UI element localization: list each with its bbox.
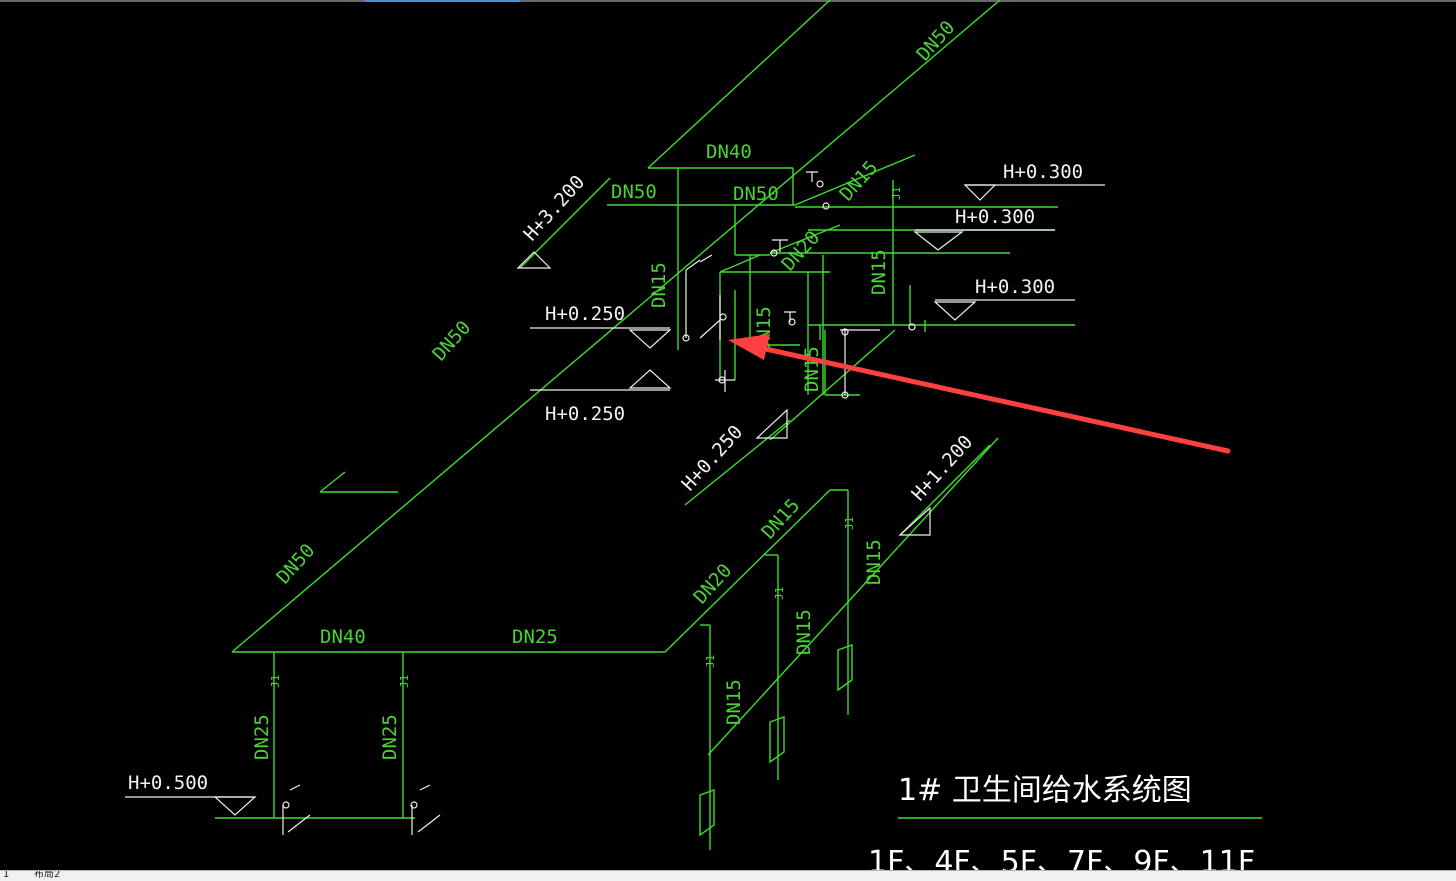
fixture-node — [282, 801, 290, 809]
fixture-node — [719, 313, 727, 321]
riser-mark-j1: J1 — [890, 187, 903, 200]
fixture-node — [822, 202, 830, 210]
pipe-label-dn50: DN50 — [733, 183, 779, 205]
pipe-label-dn15: DN15 — [793, 609, 815, 655]
elevation-triangle — [913, 231, 964, 251]
pipe-network — [215, 0, 1075, 850]
pipe-label-dn15: DN15 — [868, 249, 890, 295]
riser-mark-j1: J1 — [843, 517, 856, 530]
diagonal-branch — [769, 329, 896, 441]
upper-diagonal-pipe — [647, 0, 831, 169]
elevation-labels: H+3.200 H+0.300 H+0.300 H+0.300 H+0.250 … — [128, 161, 1083, 794]
fixture-node — [770, 249, 778, 257]
elevation-triangle — [963, 184, 997, 201]
riser-mark-j1: J1 — [269, 675, 282, 688]
toolbar-segment — [520, 0, 1456, 2]
fixture-node — [788, 318, 796, 326]
elevation-triangle — [898, 506, 931, 536]
pipe-label-dn15: DN15 — [801, 346, 823, 392]
layout-tab-bar: 1 布局2 — [0, 870, 1456, 881]
fixture-symbol — [840, 329, 880, 395]
valve-symbol — [769, 716, 785, 764]
dn20-diagonal — [664, 489, 831, 653]
elevation-triangle — [213, 796, 257, 816]
layout-tab-2[interactable]: 布局2 — [34, 870, 61, 880]
fixture-node — [908, 323, 916, 331]
elevation-label: H+0.250 — [545, 303, 625, 325]
fixture-node — [682, 334, 690, 342]
fixture-symbol — [685, 254, 713, 338]
diagonal-branch — [794, 154, 916, 206]
diagonal-branch — [769, 224, 841, 254]
fixture-node — [841, 328, 849, 336]
top-toolbar-edge — [0, 0, 1456, 3]
arrow-shaft — [749, 343, 1231, 454]
fixture-node — [841, 391, 849, 399]
pipe-label-dn15: DN15 — [835, 157, 882, 206]
title-block: 1# 卫生间给水系统图 1F、4F、5F、7F、9F、11F — [868, 773, 1262, 870]
fixture-node — [816, 180, 824, 188]
elevation-label: H+0.250 — [677, 421, 747, 495]
branch-stub — [319, 471, 346, 493]
fixture-symbol — [282, 784, 311, 835]
pipe-label-dn25: DN25 — [379, 714, 401, 760]
pipe-label-dn25: DN25 — [512, 626, 558, 648]
elevation-triangle — [755, 408, 788, 439]
dn15-lower-diagonal — [707, 437, 999, 756]
valve-symbol — [699, 789, 715, 837]
elevation-label: H+0.500 — [128, 772, 208, 794]
pipe-label-dn15: DN15 — [757, 495, 804, 544]
pipe-label-dn20: DN20 — [689, 560, 736, 609]
fixture-symbol — [699, 295, 721, 340]
arrow-head — [728, 334, 770, 360]
pipe-label-dn50: DN50 — [428, 317, 475, 366]
elevation-triangle — [628, 329, 672, 349]
pipe-label-dn50: DN50 — [611, 181, 657, 203]
valve-handle — [772, 239, 788, 252]
diagonal-branch — [719, 254, 761, 273]
pipe-label-dn40: DN40 — [706, 141, 752, 163]
valve-symbol — [837, 644, 853, 692]
elevation-leader — [899, 444, 991, 536]
elevation-label: H+0.300 — [975, 276, 1055, 298]
elevation-leader — [684, 419, 791, 506]
pipe-label-dn25: DN25 — [251, 714, 273, 760]
elevation-triangle — [933, 301, 977, 321]
fixture-symbols — [282, 171, 916, 835]
elevation-markers — [125, 184, 1105, 816]
layout-tab-model[interactable]: 1 — [3, 870, 10, 880]
fixture-symbol — [411, 784, 441, 835]
fixture-node — [718, 376, 726, 384]
fixture-node — [410, 801, 418, 809]
riser-mark-j1: J1 — [773, 587, 786, 600]
pipe-label-dn15: DN15 — [723, 679, 745, 725]
toolbar-segment-active — [365, 0, 520, 2]
floor-list: 1F、4F、5F、7F、9F、11F — [868, 845, 1255, 870]
elevation-label: H+0.300 — [1003, 161, 1083, 183]
toolbar-segment — [0, 0, 365, 2]
elevation-label: H+0.250 — [545, 403, 625, 425]
riser-mark-j1: J1 — [704, 655, 717, 668]
elevation-triangle — [628, 369, 672, 389]
drawing-title: 1# 卫生间给水系统图 — [898, 773, 1192, 808]
valve-handle — [806, 171, 818, 182]
pipe-size-labels: DN50 DN40 DN50 DN50 DN15 DN20 DN15 DN15 … — [251, 17, 959, 760]
pipe-label-dn50: DN50 — [272, 540, 319, 589]
main-riser-diagonal — [231, 0, 1001, 653]
riser-mark-j1: J1 — [398, 675, 411, 688]
riser-marks: J1 J1 J1 J1 J1 J1 — [269, 187, 903, 688]
elevation-triangle — [516, 251, 552, 269]
pipe-label-dn40: DN40 — [320, 626, 366, 648]
pipe-label-dn15: DN15 — [863, 539, 885, 585]
elevation-label: H+0.300 — [955, 206, 1035, 228]
red-arrow-annotation — [728, 334, 1231, 454]
pipe-label-dn15: DN15 — [648, 262, 670, 308]
